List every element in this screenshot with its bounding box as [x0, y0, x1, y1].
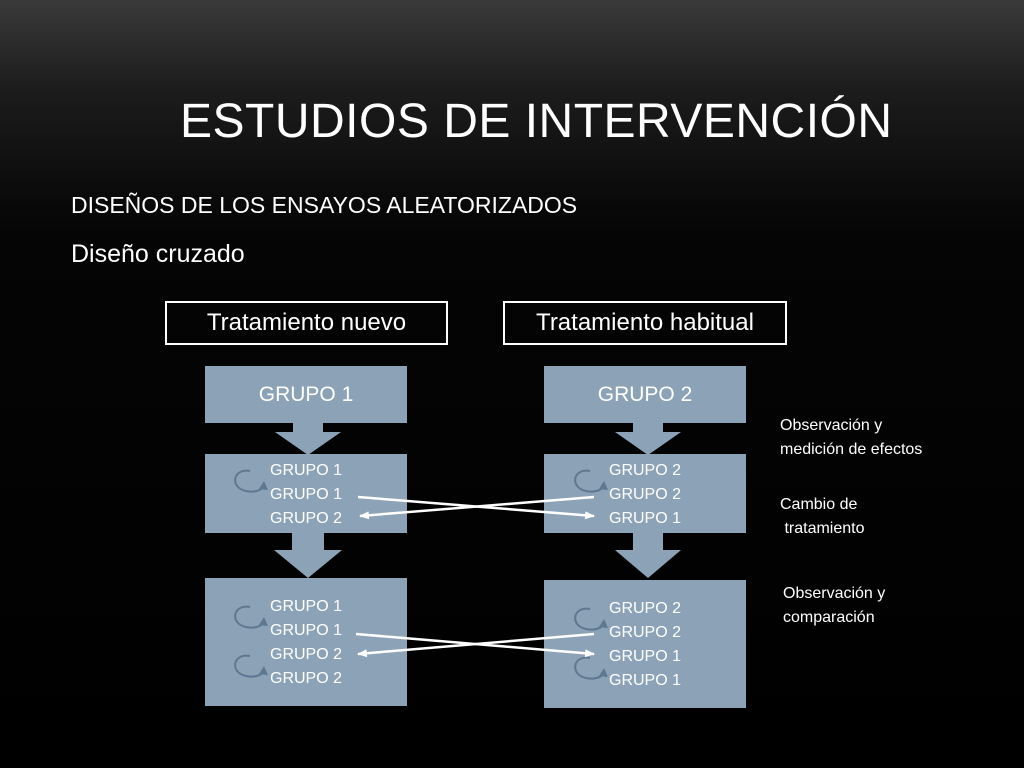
list-item: GRUPO 2: [609, 462, 682, 479]
stage-1-right-box: GRUPO 2 GRUPO 2 GRUPO 1: [544, 454, 746, 533]
down-arrow-left-1: [275, 422, 341, 455]
design-label: Diseño cruzado: [71, 240, 245, 268]
list-item: GRUPO 1: [609, 510, 682, 527]
list-item: GRUPO 2: [609, 486, 682, 503]
cycle-arrowhead-icon: [259, 666, 268, 675]
usual-treatment-box: Tratamiento habitual: [503, 301, 787, 345]
list-item: GRUPO 1: [270, 462, 343, 479]
stage-2-right-box: GRUPO 2 GRUPO 2 GRUPO 1 GRUPO 1: [544, 580, 746, 708]
cycle-arrowhead-icon: [259, 617, 268, 626]
change-note: Cambio de tratamiento: [780, 496, 865, 537]
stage-2-left-box: GRUPO 1 GRUPO 1 GRUPO 2 GRUPO 2: [205, 578, 407, 706]
cycle-arrowhead-icon: [599, 481, 608, 490]
comparison-note: Observación y comparación: [783, 585, 886, 626]
down-arrow-right-1: [615, 422, 681, 455]
usual-treatment-label: Tratamiento habitual: [536, 309, 754, 336]
cycle-arrowhead-icon: [599, 668, 608, 677]
group-2-header-label: GRUPO 2: [597, 382, 693, 406]
cycle-arrowhead-icon: [259, 481, 268, 490]
slide-title: ESTUDIOS DE INTERVENCIÓN: [180, 95, 893, 148]
list-item: GRUPO 2: [609, 624, 682, 641]
down-arrow-right-2: [615, 532, 681, 578]
slide-subtitle: DISEÑOS DE LOS ENSAYOS ALEATORIZADOS: [71, 192, 578, 218]
new-treatment-label: Tratamiento nuevo: [206, 309, 407, 336]
list-item: GRUPO 2: [270, 670, 343, 687]
cycle-arrowhead-icon: [599, 619, 608, 628]
list-item: GRUPO 1: [270, 622, 343, 639]
list-item: GRUPO 2: [270, 510, 343, 527]
list-item: GRUPO 2: [609, 600, 682, 617]
down-arrow-left-2: [274, 532, 342, 578]
list-item: GRUPO 1: [609, 672, 682, 689]
new-treatment-box: Tratamiento nuevo: [165, 301, 448, 345]
observation-note: Observación y medición de efectos: [780, 417, 923, 458]
group-1-header-label: GRUPO 1: [258, 382, 354, 406]
list-item: GRUPO 1: [270, 486, 343, 503]
group-1-header: GRUPO 1: [205, 366, 407, 423]
cross-arrow-4: [357, 632, 595, 658]
list-item: GRUPO 1: [609, 648, 682, 665]
list-item: GRUPO 1: [270, 598, 343, 615]
group-2-header: GRUPO 2: [544, 366, 746, 423]
list-item: GRUPO 2: [270, 646, 343, 663]
cross-arrow-2: [359, 495, 595, 520]
stage-1-left-box: GRUPO 1 GRUPO 1 GRUPO 2: [205, 454, 407, 533]
